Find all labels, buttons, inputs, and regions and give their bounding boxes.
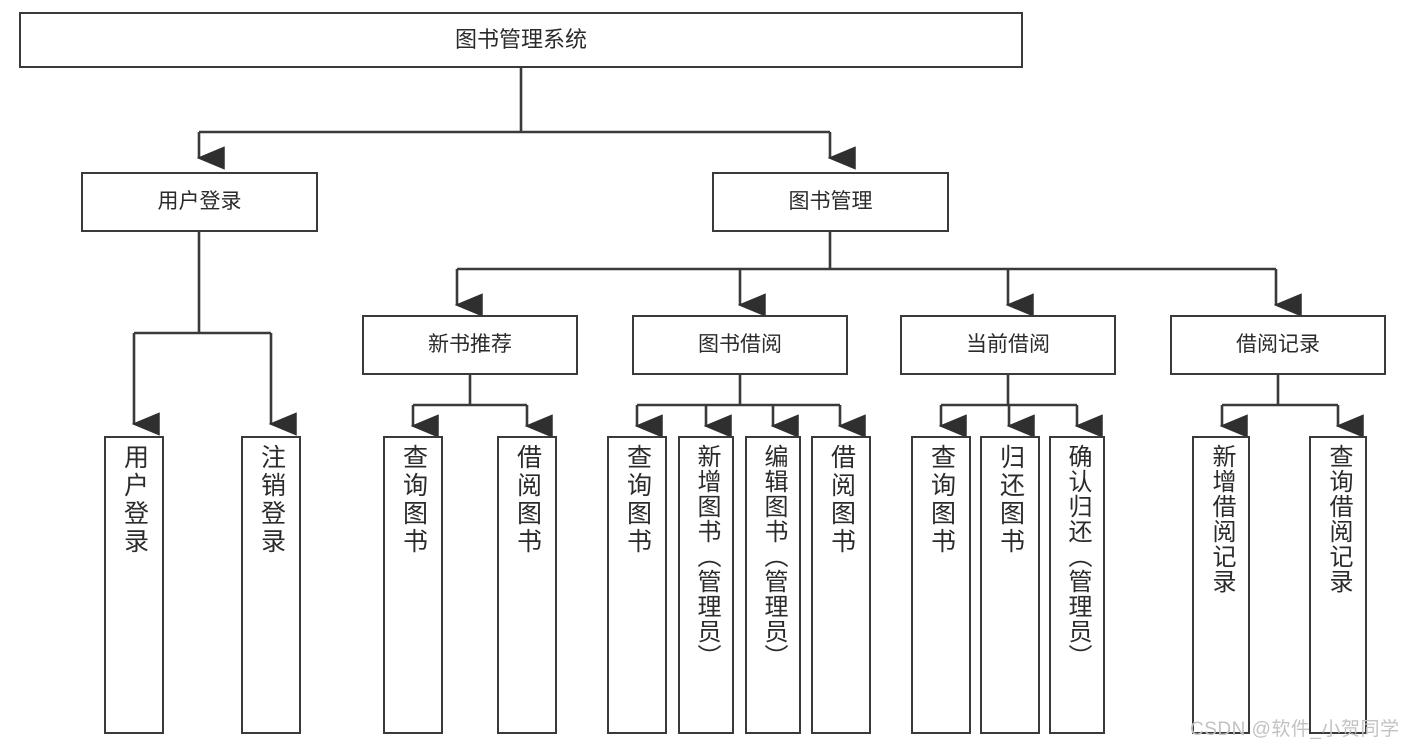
node-label: 查询图书 bbox=[623, 444, 652, 556]
node-label: 编辑图书（管理员） bbox=[760, 444, 787, 669]
node-label: 图书管理 bbox=[788, 189, 873, 213]
node-label: 当前借阅 bbox=[966, 332, 1050, 356]
leaf-edit-book[interactable]: 编辑图书（管理员） bbox=[745, 436, 801, 734]
leaf-return-book[interactable]: 归还图书 bbox=[980, 436, 1040, 734]
node-label: 新书推荐 bbox=[428, 332, 512, 356]
node-book-borrow[interactable]: 图书借阅 bbox=[632, 315, 848, 375]
leaf-borrow-book-2[interactable]: 借阅图书 bbox=[811, 436, 871, 734]
leaf-query-record[interactable]: 查询借阅记录 bbox=[1309, 436, 1367, 734]
node-book-management[interactable]: 图书管理 bbox=[712, 172, 949, 232]
node-label: 借阅图书 bbox=[827, 444, 856, 556]
leaf-query-book-3[interactable]: 查询图书 bbox=[911, 436, 971, 734]
leaf-add-book[interactable]: 新增图书（管理员） bbox=[678, 436, 734, 734]
leaf-logout[interactable]: 注销登录 bbox=[241, 436, 301, 734]
leaf-borrow-book-1[interactable]: 借阅图书 bbox=[497, 436, 557, 734]
node-label: 查询借阅记录 bbox=[1325, 444, 1352, 594]
node-label: 借阅记录 bbox=[1236, 332, 1320, 356]
node-borrow-record[interactable]: 借阅记录 bbox=[1170, 315, 1386, 375]
node-current-borrow[interactable]: 当前借阅 bbox=[900, 315, 1116, 375]
node-user-login[interactable]: 用户登录 bbox=[81, 172, 318, 232]
node-label: 用户登录 bbox=[120, 444, 149, 556]
node-label: 用户登录 bbox=[157, 189, 242, 213]
node-label: 借阅图书 bbox=[513, 444, 542, 556]
leaf-confirm-return[interactable]: 确认归还（管理员） bbox=[1049, 436, 1105, 734]
node-label: 确认归还（管理员） bbox=[1064, 444, 1091, 669]
node-label: 归还图书 bbox=[996, 444, 1025, 556]
leaf-add-record[interactable]: 新增借阅记录 bbox=[1192, 436, 1250, 734]
node-label: 新增图书（管理员） bbox=[693, 444, 720, 669]
leaf-user-login[interactable]: 用户登录 bbox=[104, 436, 164, 734]
node-label: 注销登录 bbox=[257, 444, 286, 556]
leaf-query-book-2[interactable]: 查询图书 bbox=[607, 436, 667, 734]
node-label: 查询图书 bbox=[399, 444, 428, 556]
node-label: 新增借阅记录 bbox=[1208, 444, 1235, 594]
node-label: 图书借阅 bbox=[698, 332, 782, 356]
csdn-watermark: CSDN @软件_小贺同学 bbox=[1190, 719, 1400, 740]
node-new-book-recommend[interactable]: 新书推荐 bbox=[362, 315, 578, 375]
node-root-system[interactable]: 图书管理系统 bbox=[19, 12, 1023, 68]
leaf-query-book-1[interactable]: 查询图书 bbox=[383, 436, 443, 734]
node-label: 图书管理系统 bbox=[454, 27, 587, 53]
node-label: 查询图书 bbox=[927, 444, 956, 556]
